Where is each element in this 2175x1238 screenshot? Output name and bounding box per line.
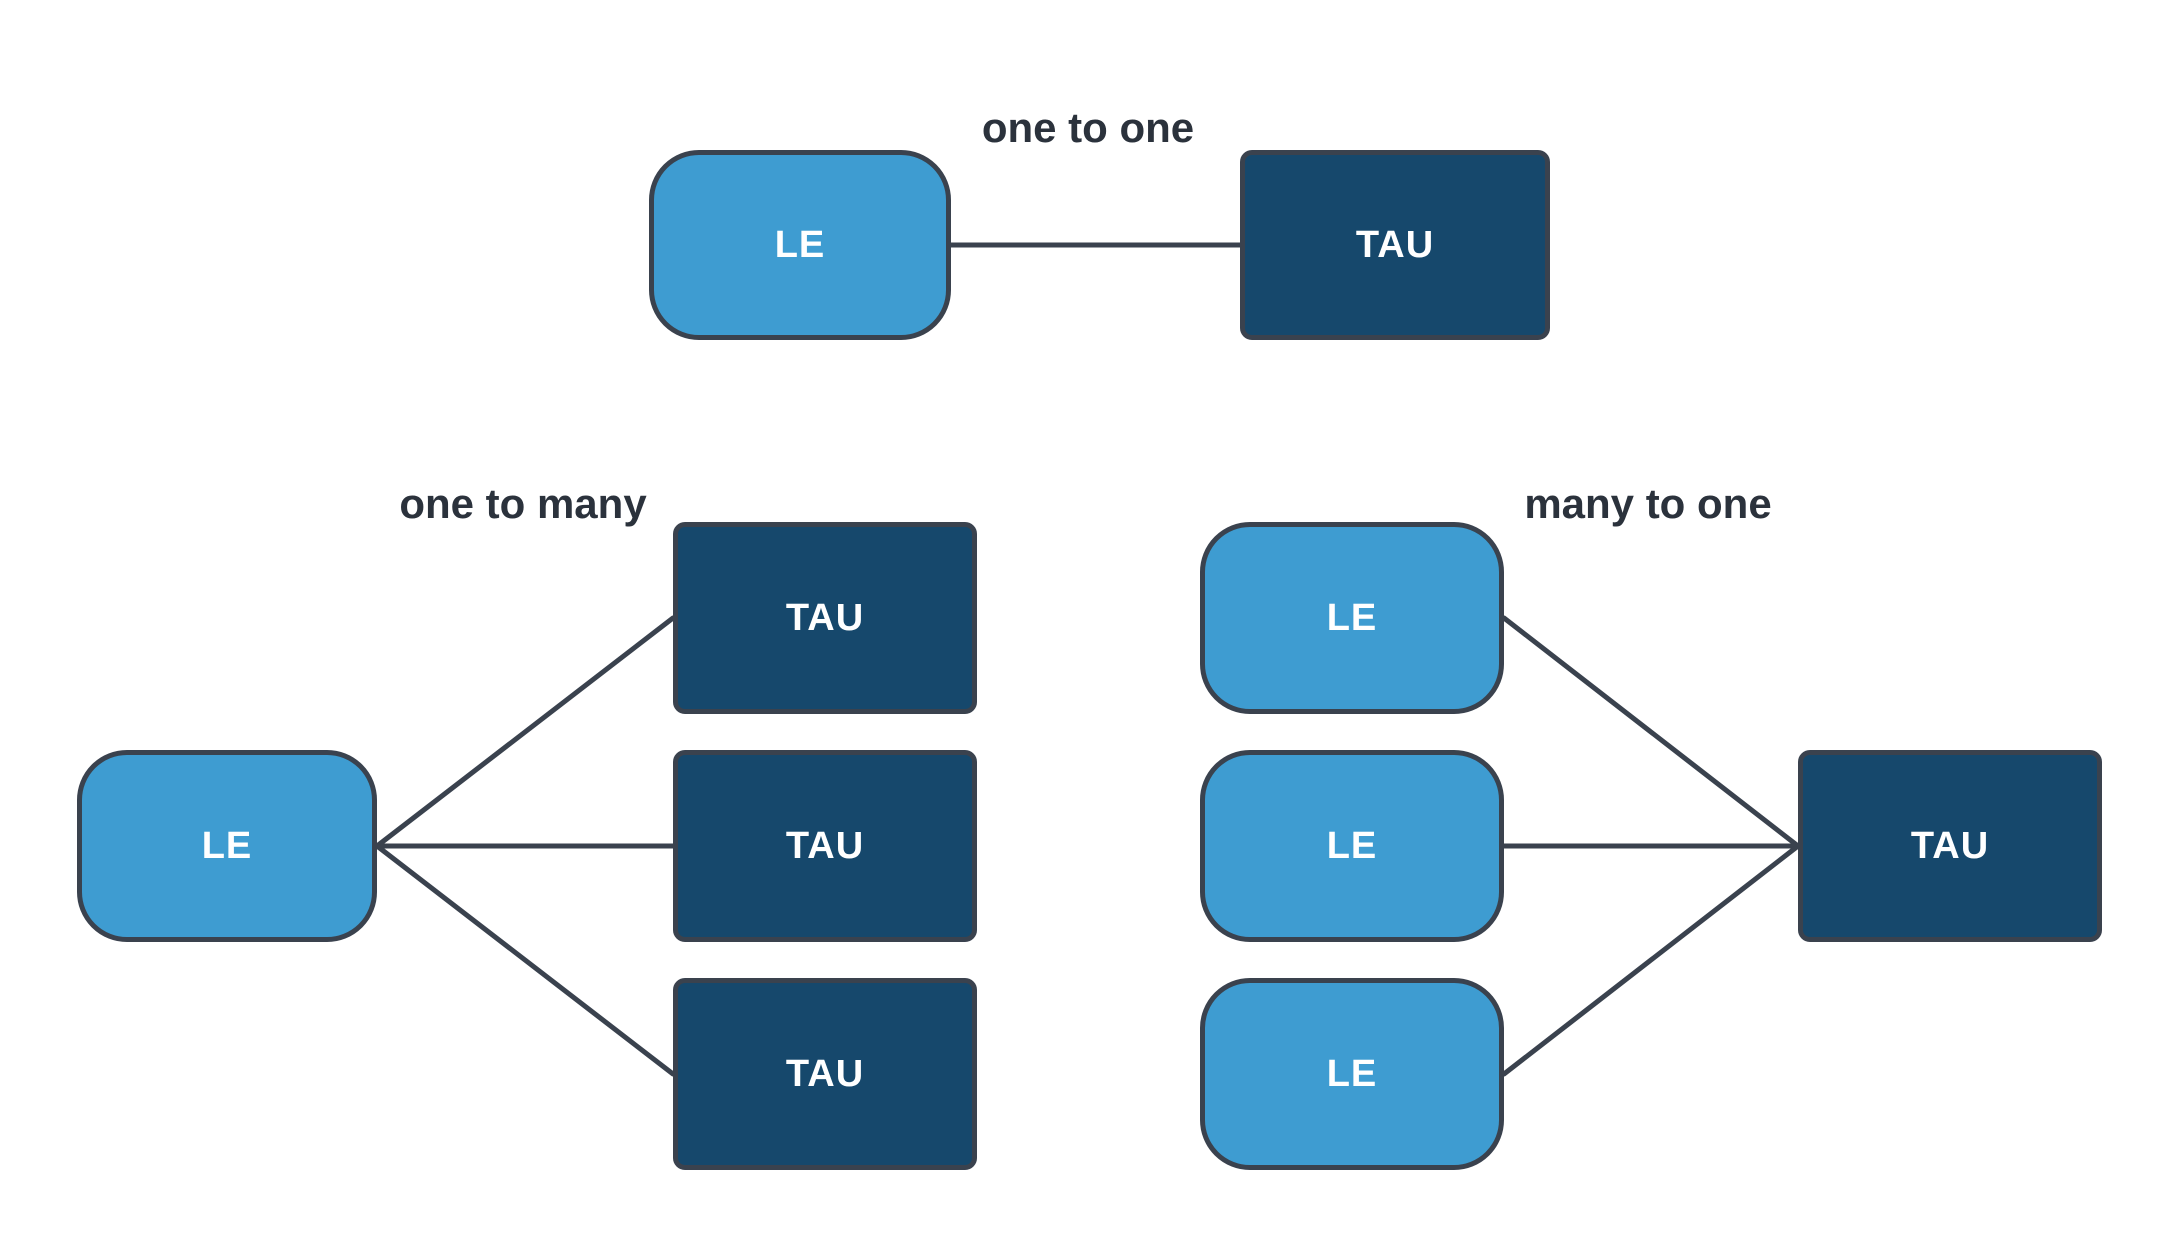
node-tau-one-to-many-1: TAU	[673, 522, 977, 714]
connector-many-to-one-1	[1501, 615, 1801, 849]
group-label-many-to-one: many to one	[1524, 480, 1772, 527]
connector-one-to-many-3	[374, 843, 676, 1077]
node-le-one-to-many: LE	[77, 750, 377, 942]
node-le-one-to-one: LE	[649, 150, 951, 340]
group-label-one-to-many: one to many	[399, 480, 647, 527]
node-le-many-to-one-2: LE	[1200, 750, 1504, 942]
node-tau-one-to-one: TAU	[1240, 150, 1550, 340]
node-le-many-to-one-3: LE	[1200, 978, 1504, 1170]
connector-one-to-many-1	[374, 615, 676, 849]
connector-many-to-one-3	[1501, 843, 1801, 1077]
node-tau-one-to-many-2: TAU	[673, 750, 977, 942]
node-le-many-to-one-1: LE	[1200, 522, 1504, 714]
group-label-one-to-one: one to one	[981, 104, 1195, 151]
node-tau-many-to-one: TAU	[1798, 750, 2102, 942]
node-tau-one-to-many-3: TAU	[673, 978, 977, 1170]
